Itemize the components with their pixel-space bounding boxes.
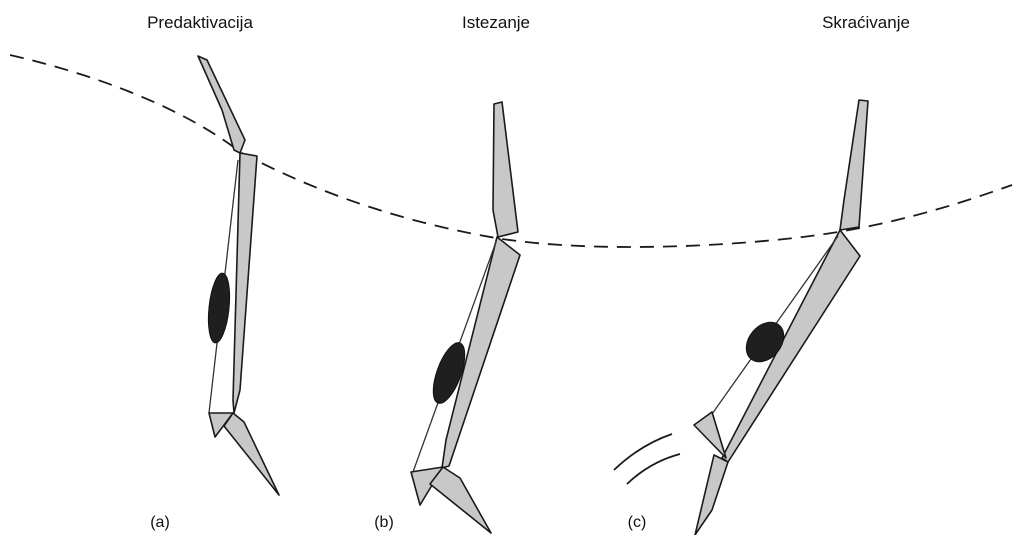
upper-segment-c (840, 100, 868, 230)
phase-title-predaktivacija: Predaktivacija (147, 13, 253, 32)
foot-segment-c (695, 455, 728, 535)
muscle-belly-a (205, 272, 232, 344)
upper-segment-a (198, 56, 245, 153)
leg-figure-c (614, 100, 868, 535)
panel-label-b: (b) (374, 514, 394, 531)
leg-figure-b (411, 102, 520, 533)
motion-mark-inner (627, 454, 680, 484)
panel-label-a: (a) (150, 514, 170, 531)
heel-segment-c (694, 412, 726, 458)
middle-segment-a (233, 153, 257, 413)
leg-figure-a (198, 56, 279, 495)
panel-label-c: (c) (628, 514, 647, 531)
foot-segment-b (430, 467, 491, 533)
upper-segment-b (493, 102, 518, 237)
foot-segment-a (224, 413, 279, 495)
motion-mark-outer (614, 434, 672, 470)
phase-title-istezanje: Istezanje (462, 13, 530, 32)
middle-segment-c (722, 230, 860, 462)
phase-title-skracivanje: Skraćivanje (822, 13, 910, 32)
